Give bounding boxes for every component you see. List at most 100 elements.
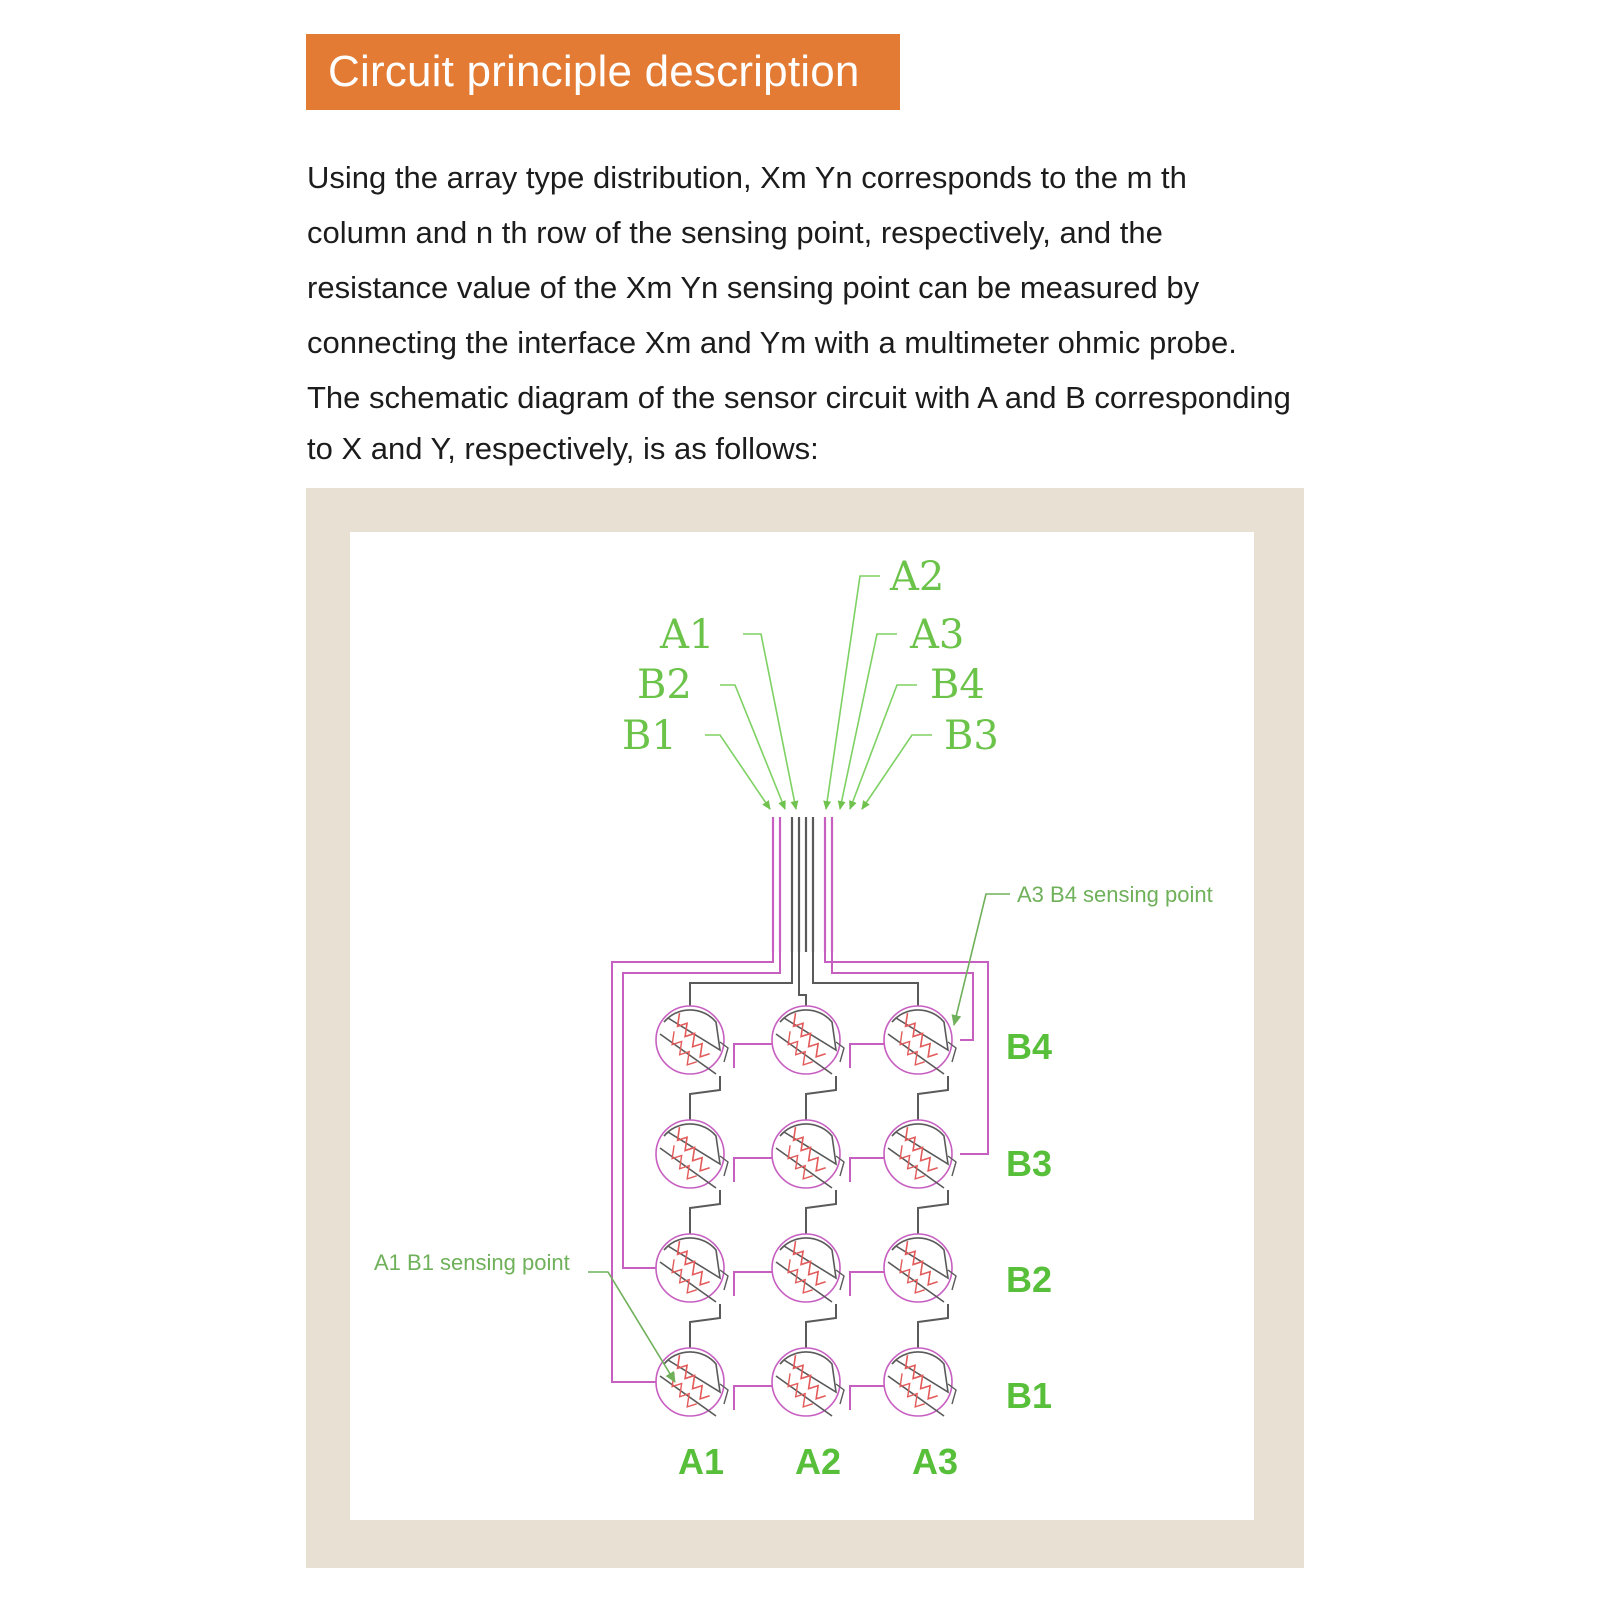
- sensor-divider: [775, 1033, 833, 1075]
- sensor-zigzag: [904, 1241, 938, 1287]
- sensor-divider: [659, 1147, 717, 1189]
- sensor-tab: [947, 1155, 957, 1177]
- sensor-tab: [719, 1269, 729, 1291]
- sensor-tab: [947, 1269, 957, 1291]
- sensor-zigzag: [792, 1127, 826, 1173]
- sensor-zigzag: [899, 1145, 925, 1180]
- annotation-arrow-a1b1: [588, 1271, 676, 1383]
- annotation-arrow-a3b4: [951, 893, 1010, 1026]
- column-link: [805, 1076, 837, 1122]
- sensing-point: [655, 1005, 729, 1075]
- diagram-canvas: A1 B2 B1 A2 A3 B4 B3 B4 B3 B2 B1 A1 A2 A…: [350, 532, 1254, 1520]
- sensor-zigzag: [792, 1013, 826, 1059]
- sensing-point: [883, 1005, 957, 1075]
- row-label-b3: B3: [1006, 1143, 1052, 1184]
- sensor-zigzag: [676, 1241, 710, 1287]
- column-label-a3: A3: [912, 1441, 958, 1482]
- sensing-point: [883, 1119, 957, 1189]
- sensor-zigzag: [904, 1355, 938, 1401]
- lead-label-b2: B2: [637, 662, 692, 708]
- description-paragraph-2: The schematic diagram of the sensor circ…: [307, 372, 1291, 474]
- sensor-divider: [775, 1375, 833, 1417]
- lead-label-a2: A2: [889, 554, 944, 600]
- sensing-point: [771, 1005, 845, 1075]
- sensor-zigzag: [899, 1031, 925, 1066]
- row-label-b4: B4: [1006, 1026, 1052, 1067]
- lead-label-a3: A3: [909, 612, 964, 658]
- sensing-point: [655, 1347, 729, 1417]
- sensor-divider: [775, 1261, 833, 1303]
- lead-line-a2: [823, 575, 880, 810]
- sensor-zigzag: [671, 1259, 697, 1294]
- lead-line-a3: [837, 633, 897, 810]
- row-label-b2: B2: [1006, 1259, 1052, 1300]
- column-link: [917, 1304, 949, 1350]
- column-link: [917, 1076, 949, 1122]
- column-label-a1: A1: [678, 1441, 724, 1482]
- column-wire-a2: [798, 952, 807, 1010]
- lead-line-b1: [705, 734, 771, 810]
- sensing-point: [655, 1233, 729, 1303]
- sensor-zigzag: [676, 1355, 710, 1401]
- diagram-frame: A1 B2 B1 A2 A3 B4 B3 B4 B3 B2 B1 A1 A2 A…: [306, 488, 1304, 1568]
- sensor-tab: [835, 1269, 845, 1291]
- lead-label-b4: B4: [930, 662, 985, 708]
- sensing-point: [883, 1233, 957, 1303]
- sensing-point: [655, 1119, 729, 1189]
- title-banner: Circuit principle description: [306, 34, 900, 110]
- lead-label-b3: B3: [944, 713, 999, 759]
- sensor-zigzag: [792, 1241, 826, 1287]
- column-wire-a1: [689, 952, 793, 1010]
- lead-line-a1: [743, 633, 799, 810]
- sensor-zigzag: [792, 1355, 826, 1401]
- paragraph-1-line: Using the array type distribution, Xm Yn…: [307, 160, 1187, 195]
- sensor-grid: [655, 1005, 957, 1417]
- column-link: [805, 1304, 837, 1350]
- lead-line-b3: [861, 734, 932, 810]
- sensing-point: [771, 1233, 845, 1303]
- circuit-diagram: A1 B2 B1 A2 A3 B4 B3 B4 B3 B2 B1 A1 A2 A…: [374, 554, 1213, 1482]
- lead-label-b1: B1: [622, 713, 677, 759]
- paragraph-2-line: to X and Y, respectively, is as follows:: [307, 431, 819, 466]
- sensor-zigzag: [904, 1013, 938, 1059]
- paragraph-1-line: connecting the interface Xm and Ym with …: [307, 325, 1237, 360]
- column-label-a2: A2: [795, 1441, 841, 1482]
- column-link: [917, 1190, 949, 1236]
- paragraph-1-line: resistance value of the Xm Yn sensing po…: [307, 270, 1200, 305]
- sensor-divider: [887, 1375, 945, 1417]
- sensing-point: [883, 1347, 957, 1417]
- sensor-tab: [835, 1155, 845, 1177]
- sensor-tab: [835, 1383, 845, 1405]
- lead-line-b4: [849, 684, 917, 810]
- sensor-divider: [775, 1147, 833, 1189]
- sensor-divider: [659, 1033, 717, 1075]
- column-link: [689, 1190, 721, 1236]
- column-link: [689, 1076, 721, 1122]
- description-paragraph-1: Using the array type distribution, Xm Yn…: [307, 150, 1237, 370]
- row-link: [733, 1268, 779, 1296]
- row-wire-b2: [622, 952, 781, 1269]
- row-wire-b3: [824, 952, 989, 1155]
- sensor-zigzag: [787, 1031, 813, 1066]
- lead-lines: [705, 575, 932, 810]
- annotation-a3b4: A3 B4 sensing point: [1017, 882, 1213, 907]
- sensor-divider: [659, 1261, 717, 1303]
- sensor-zigzag: [676, 1127, 710, 1173]
- row-link: [733, 1382, 779, 1410]
- column-link: [805, 1190, 837, 1236]
- lead-label-a1: A1: [659, 612, 714, 658]
- paragraph-2-line: The schematic diagram of the sensor circ…: [307, 380, 1291, 415]
- sensor-zigzag: [904, 1127, 938, 1173]
- sensor-zigzag: [899, 1373, 925, 1408]
- sensing-point: [771, 1347, 845, 1417]
- sensor-zigzag: [671, 1031, 697, 1066]
- lead-line-b2: [720, 684, 786, 810]
- sensing-point: [771, 1119, 845, 1189]
- column-link: [689, 1304, 721, 1350]
- sensor-zigzag: [787, 1259, 813, 1294]
- sensor-divider: [887, 1033, 945, 1075]
- row-wire-b4: [831, 952, 974, 1041]
- sensor-zigzag: [787, 1145, 813, 1180]
- sensor-divider: [887, 1261, 945, 1303]
- page-title: Circuit principle description: [328, 47, 860, 96]
